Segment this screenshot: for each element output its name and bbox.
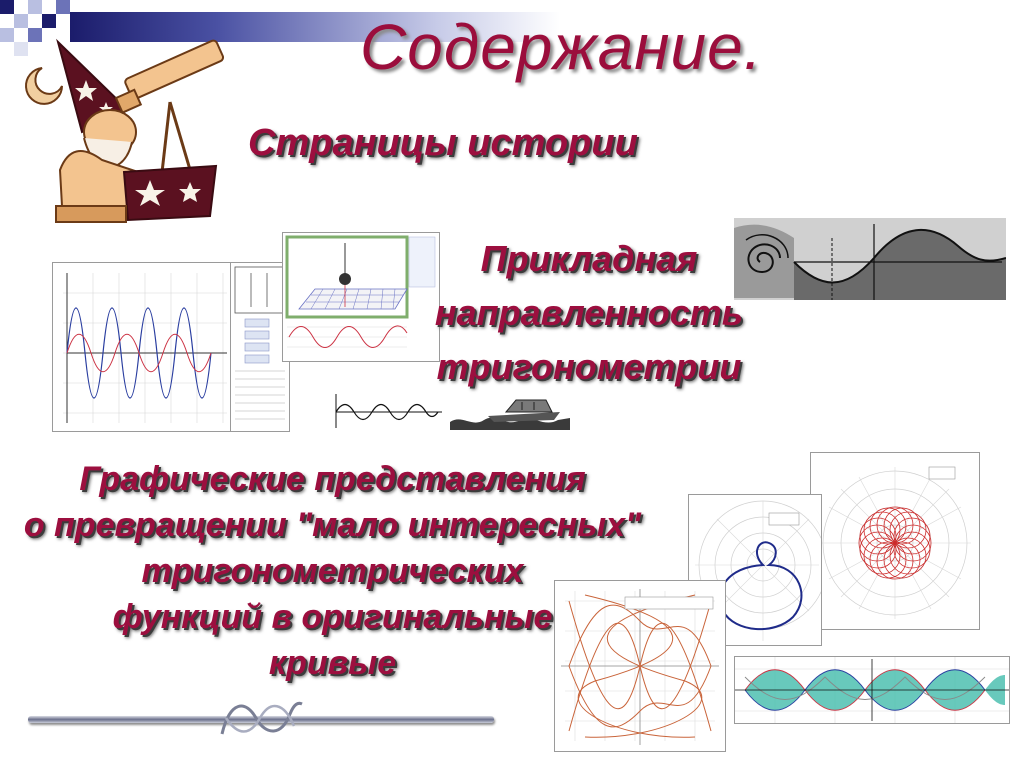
section-applied-line: направленность: [434, 292, 744, 333]
polar-rose-plot: [810, 452, 980, 630]
page-title: Содержание.: [360, 11, 763, 83]
moon-icon: [25, 67, 63, 105]
star-icon: [135, 180, 165, 206]
telescope-icon: [114, 39, 225, 191]
section-applied-line: Прикладная: [480, 238, 698, 279]
circuit-parameters-panel: [230, 262, 290, 432]
section-graphic-line: о превращении "мало интересных": [23, 506, 642, 544]
section-graphic-line: функций в оригинальные: [112, 598, 553, 636]
corner-decoration: [0, 0, 560, 56]
astronomer-clipart: [25, 38, 225, 223]
section-graphic[interactable]: Графические представления о превращении …: [10, 456, 655, 686]
section-graphic-line: Графические представления: [79, 460, 586, 498]
section-graphic-line: кривые: [268, 644, 397, 682]
section-applied-line: тригонометрии: [436, 346, 742, 387]
pendulum-panel: [282, 232, 440, 362]
star-icon: [99, 102, 113, 115]
section-applied[interactable]: Прикладная направленность тригонометрии: [430, 232, 748, 394]
bottom-divider: [28, 716, 494, 723]
section-graphic-line: тригонометрических: [141, 552, 524, 590]
boat-illustration: [450, 399, 570, 430]
star-icon: [75, 80, 97, 101]
infinity-swirl: [220, 701, 303, 735]
wave-band-plot: [734, 656, 1010, 724]
oscillation-graph-panel: [52, 262, 232, 432]
lissajous-plot: [554, 580, 726, 752]
spiral-sine-illustration: [734, 218, 1006, 300]
sine-wave-diagram: [335, 394, 442, 428]
section-history[interactable]: Страницы истории: [248, 122, 638, 164]
star-icon: [179, 182, 201, 202]
